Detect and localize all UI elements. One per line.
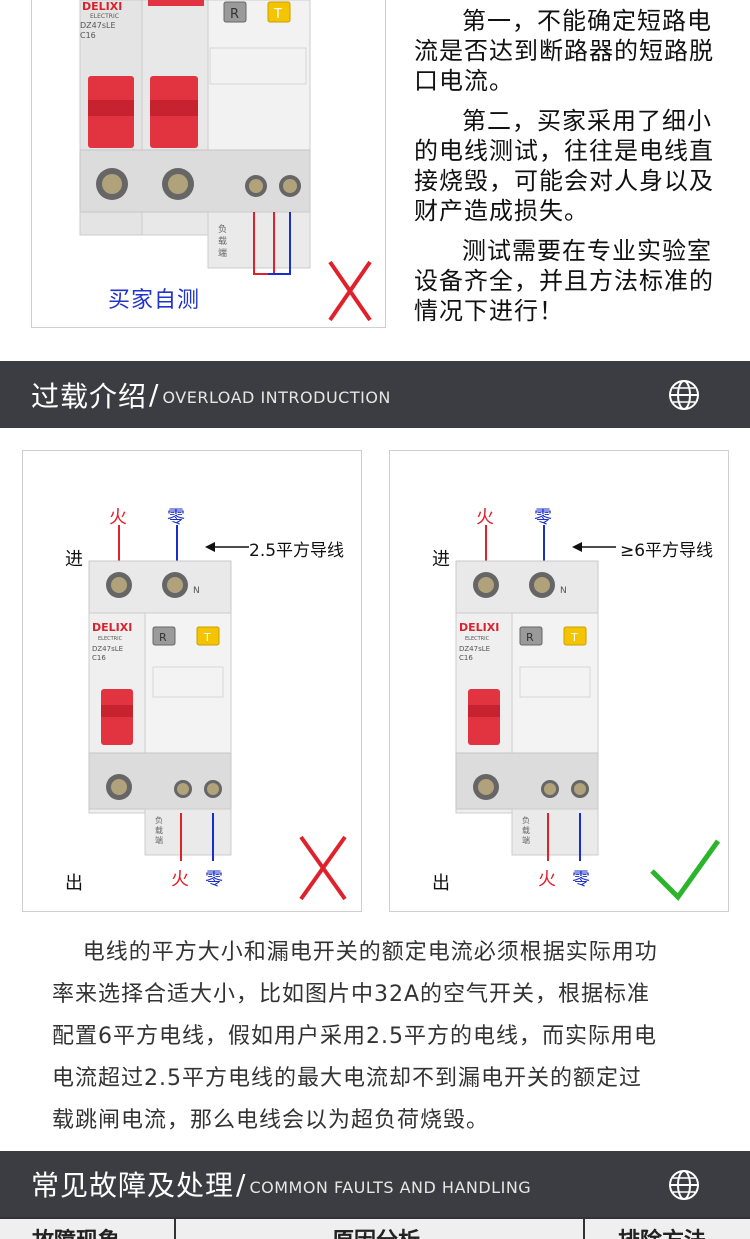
note-second: 第二，买家采用了细小的电线测试，往往是电线直接烧毁，可能会对人身以及财产造成损失… [414, 107, 714, 225]
explanation-line: 率来选择合适大小，比如图片中32A的空气开关，根据标准 [52, 982, 651, 1007]
correct-wiring-diagram: N DELIXI ELECTRIC DZ47sLE C16 R T 负 载 端 [455, 525, 721, 901]
panel-correct-wiring: N DELIXI ELECTRIC DZ47sLE C16 R T 负 载 端 … [389, 450, 729, 912]
svg-text:载: 载 [218, 235, 227, 247]
wrong-wiring-diagram: N DELIXI ELECTRIC DZ47sLE C16 R T 负 载 端 [88, 525, 347, 901]
svg-text:DZ47sLE: DZ47sLE [80, 21, 116, 30]
fire-in-label: 火 [109, 507, 127, 528]
svg-text:ELECTRIC: ELECTRIC [465, 636, 490, 642]
svg-text:负: 负 [522, 815, 530, 825]
faults-table-header: 故障现象 原因分析 排除方法 [0, 1217, 750, 1239]
faults-title-en: COMMON FAULTS AND HANDLING [249, 1177, 532, 1197]
in-label: 进 [432, 549, 450, 570]
svg-text:DELIXI: DELIXI [459, 621, 499, 634]
overload-title-en: OVERLOAD INTRODUCTION [162, 388, 391, 407]
svg-text:端: 端 [218, 247, 227, 259]
explanation-line: 配置6平方电线，假如用户采用2.5平方的电线，而实际用电 [52, 1024, 657, 1049]
svg-text:载: 载 [522, 825, 530, 835]
svg-text:R: R [159, 631, 167, 644]
fire-out-label: 火 [171, 869, 189, 890]
svg-text:N: N [560, 586, 567, 596]
svg-text:DELIXI: DELIXI [82, 0, 122, 13]
svg-text:ELECTRIC: ELECTRIC [90, 13, 119, 20]
wire-size-label: ≥6平方导线 [620, 541, 714, 561]
svg-text:DELIXI: DELIXI [92, 621, 132, 634]
note-first: 第一，不能确定短路电流是否达到断路器的短路脱口电流。 [414, 7, 714, 95]
svg-text:载: 载 [155, 825, 163, 835]
wire-size-label: 2.5平方导线 [249, 541, 345, 561]
svg-text:N: N [193, 586, 200, 596]
svg-text:负: 负 [218, 223, 227, 235]
svg-text:T: T [570, 631, 578, 644]
svg-text:端: 端 [522, 835, 530, 845]
in-label: 进 [65, 549, 83, 570]
svg-text:DZ47sLE: DZ47sLE [459, 645, 490, 653]
col-solution: 排除方法 [618, 1223, 706, 1239]
svg-text:T: T [273, 7, 282, 22]
explanation-line: 载跳闸电流，那么电线会以为超负荷烧毁。 [52, 1108, 490, 1133]
faults-title: 常见故障及处理 [31, 1169, 235, 1202]
zero-out-label: 零 [205, 869, 223, 890]
fire-in-label: 火 [476, 507, 494, 528]
breaker-test-illustration: DELIXI ELECTRIC DZ47sLE C16 R T 负 载 端 [79, 0, 372, 322]
explanation-line: 电线的平方大小和漏电开关的额定电流必须根据实际用功 [82, 940, 658, 965]
test-notes: 第一，不能确定短路电流是否达到断路器的短路脱口电流。 第二，买家采用了细小的电线… [414, 6, 720, 326]
globe-icon [669, 1170, 699, 1200]
svg-text:C16: C16 [80, 31, 96, 40]
overload-section-header: 过载介绍 / OVERLOAD INTRODUCTION [0, 361, 750, 428]
col-cause: 原因分析 [332, 1223, 420, 1239]
svg-text:T: T [203, 631, 211, 644]
svg-text:R: R [230, 7, 239, 22]
col-divider [174, 1219, 176, 1239]
faults-section-header: 常见故障及处理 / COMMON FAULTS AND HANDLING [0, 1151, 750, 1217]
zero-in-label: 零 [167, 507, 185, 528]
svg-text:负: 负 [155, 815, 163, 825]
buyer-test-photo: DELIXI ELECTRIC DZ47sLE C16 R T 负 载 端 [31, 0, 386, 328]
zero-out-label: 零 [572, 869, 590, 890]
svg-text:R: R [526, 631, 534, 644]
fire-out-label: 火 [538, 869, 556, 890]
title-slash: / [236, 1167, 246, 1201]
check-mark-icon [650, 839, 721, 901]
panel-wrong-wiring: N DELIXI ELECTRIC DZ47sLE C16 R T 负 载 端 … [22, 450, 362, 912]
explanation-line: 电流超过2.5平方电线的最大电流却不到漏电开关的额定过 [52, 1066, 642, 1091]
svg-text:C16: C16 [92, 654, 106, 662]
svg-text:DZ47sLE: DZ47sLE [92, 645, 123, 653]
globe-icon [669, 380, 699, 410]
svg-text:端: 端 [155, 835, 163, 845]
buyer-test-caption: 买家自测 [108, 288, 201, 313]
overload-title: 过载介绍 [31, 379, 148, 413]
title-slash: / [149, 378, 159, 411]
zero-in-label: 零 [534, 507, 552, 528]
out-label: 出 [65, 873, 83, 894]
note-third: 测试需要在专业实验室设备齐全，并且方法标准的情况下进行！ [414, 237, 714, 325]
col-symptom: 故障现象 [32, 1223, 120, 1239]
svg-text:ELECTRIC: ELECTRIC [98, 636, 123, 642]
col-divider [583, 1219, 585, 1239]
out-label: 出 [432, 873, 450, 894]
svg-text:C16: C16 [459, 654, 473, 662]
overload-explanation: 电线的平方大小和漏电开关的额定电流必须根据实际用功 率来选择合适大小，比如图片中… [52, 932, 712, 1142]
